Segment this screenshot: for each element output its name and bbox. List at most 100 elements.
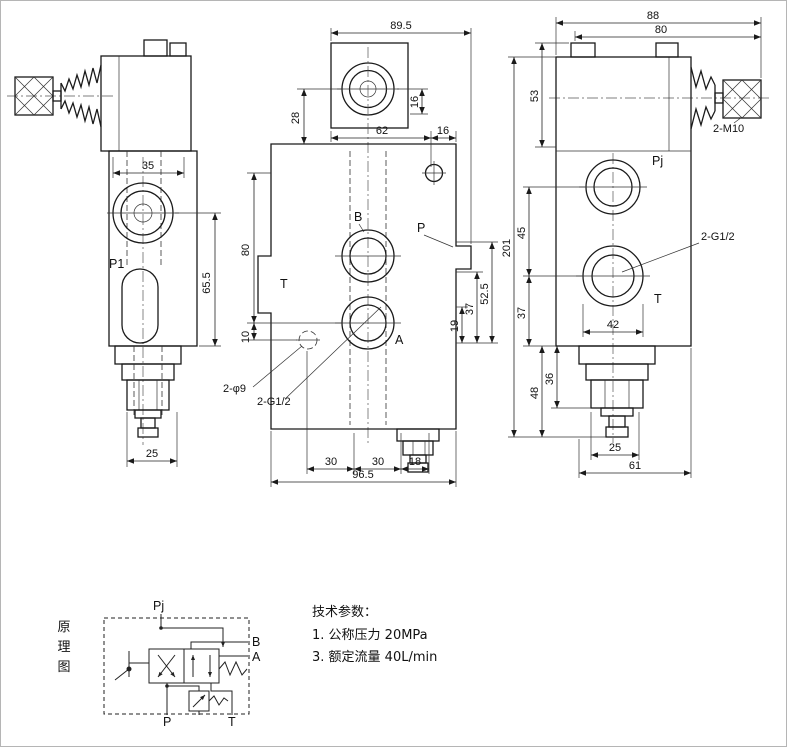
- note-thread-label: 2-G1/2: [701, 231, 735, 243]
- dim-201-label: 201: [501, 239, 513, 257]
- port-p1-label: P1: [109, 257, 124, 271]
- dim-28-label: 28: [290, 112, 302, 124]
- top-right-hole: [422, 161, 446, 185]
- adjuster-stack: [114, 345, 182, 438]
- dims-bottom: 30 30 18 96.5: [270, 431, 457, 487]
- schematic-t-label: T: [228, 715, 236, 729]
- dim-42-label: 42: [607, 319, 619, 331]
- schematic-b-label: B: [252, 635, 260, 649]
- port-circle-upper: [579, 159, 647, 215]
- dim-25-label: 25: [609, 442, 621, 454]
- note-holes-label: 2-φ9: [223, 383, 246, 395]
- dim-37: 37: [516, 276, 556, 347]
- bolt-hole-phi9: [296, 330, 320, 474]
- junction-dot: [159, 626, 163, 630]
- dim-16-cap: 16: [397, 88, 428, 115]
- right-view: 2-M10 Pj 2-G1/2 T: [501, 10, 769, 478]
- port-p1: [107, 182, 179, 244]
- dim-65-5: 65.5: [175, 212, 221, 347]
- dim-35: 35: [112, 157, 185, 178]
- schematic-caption-3: 图: [57, 660, 70, 675]
- dim-37-label: 37: [516, 307, 528, 319]
- tech-params-item-2: 3. 额定流量 40L/min: [312, 650, 437, 665]
- dim-53-label: 53: [529, 90, 541, 102]
- port-t-label: T: [280, 277, 288, 291]
- dim-30a-label: 30: [325, 456, 337, 468]
- dim-28: 28: [290, 88, 342, 144]
- lever-handle: [114, 668, 130, 681]
- bellows-boot: [60, 64, 102, 128]
- dim-18-label: 18: [409, 456, 421, 468]
- dim-80: 80: [574, 24, 761, 41]
- port-b-label: B: [354, 210, 362, 224]
- dim-25-left: 25: [126, 412, 178, 467]
- dim-16-label: 16: [437, 125, 449, 137]
- note-holes-leader: [252, 345, 303, 388]
- left-view: P1 35 65.5: [7, 39, 221, 467]
- dim-19-label: 19: [449, 320, 461, 332]
- joystick-knob-right: [722, 79, 762, 119]
- dim-80-label: 80: [240, 244, 252, 256]
- dim-37-label: 37: [464, 303, 476, 315]
- port-p-leader: [423, 234, 454, 248]
- adjuster-stack-right: [578, 345, 656, 438]
- note-knob-leader: [733, 116, 743, 124]
- note-thread-leader: [621, 242, 700, 273]
- dim-96-5-label: 96.5: [352, 469, 373, 481]
- schematic-caption-2: 理: [57, 640, 70, 655]
- dim-10: 10: [240, 323, 297, 343]
- dim-45-label: 45: [516, 227, 528, 239]
- dim-61: 61: [578, 348, 692, 478]
- lever-mount: [100, 39, 192, 152]
- port-b: [335, 229, 401, 283]
- dim-88: 88: [555, 10, 762, 78]
- port-b-leader: [358, 223, 365, 233]
- schematic-a-label: A: [252, 650, 261, 664]
- dim-52-5-label: 52.5: [479, 283, 491, 304]
- dim-62-16: 62 16: [330, 125, 457, 167]
- dim-65-5-label: 65.5: [201, 272, 213, 293]
- port-p-label: P: [417, 221, 425, 235]
- note-knob-label: 2-M10: [713, 123, 744, 135]
- port-a-label: A: [395, 333, 404, 347]
- port-t-label: T: [654, 292, 662, 306]
- dim-48: 48: [529, 346, 545, 437]
- top-cap: [330, 42, 409, 129]
- dim-25-right: 25: [590, 412, 640, 460]
- dim-88-label: 88: [647, 10, 659, 22]
- dim-42: 42: [582, 304, 644, 337]
- note-thread-leader: [284, 306, 382, 400]
- valve-body-front: [257, 143, 472, 430]
- dim-62-label: 62: [376, 125, 388, 137]
- tech-params-title: 技术参数：: [312, 604, 377, 620]
- dim-10-label: 10: [240, 331, 252, 343]
- note-thread-label: 2-G1/2: [257, 396, 291, 408]
- dim-25-label: 25: [146, 448, 158, 460]
- dim-80-label: 80: [655, 24, 667, 36]
- tech-params-item-1: 1. 公称压力 20MPa: [312, 628, 428, 643]
- schematic-pj-label: Pj: [153, 599, 164, 613]
- dim-80: 80: [240, 172, 342, 324]
- schematic-caption-1: 原: [57, 620, 70, 635]
- dim-89-5-label: 89.5: [390, 20, 411, 32]
- schematic-p-label: P: [163, 715, 171, 729]
- dim-48-label: 48: [529, 387, 541, 399]
- line-b: [190, 641, 248, 649]
- dim-16-cap-label: 16: [409, 96, 421, 108]
- dim-35-label: 35: [142, 160, 154, 172]
- schematic-boundary: [103, 617, 250, 715]
- spring-symbol: [218, 660, 248, 677]
- pilot-line: [160, 614, 225, 647]
- line-t: [210, 683, 233, 715]
- joystick-knob: [14, 76, 62, 116]
- schematic: 原 理 图 Pj B A P T: [57, 599, 261, 729]
- dim-45: 45: [516, 186, 585, 277]
- relief-valve-symbol: [165, 684, 229, 715]
- valve-body-right: [555, 42, 692, 347]
- dim-61-label: 61: [629, 460, 641, 472]
- dim-36-label: 36: [544, 373, 556, 385]
- dim-36: 36: [544, 346, 591, 409]
- tech-params: 技术参数： 1. 公称压力 20MPa 3. 额定流量 40L/min: [312, 604, 437, 665]
